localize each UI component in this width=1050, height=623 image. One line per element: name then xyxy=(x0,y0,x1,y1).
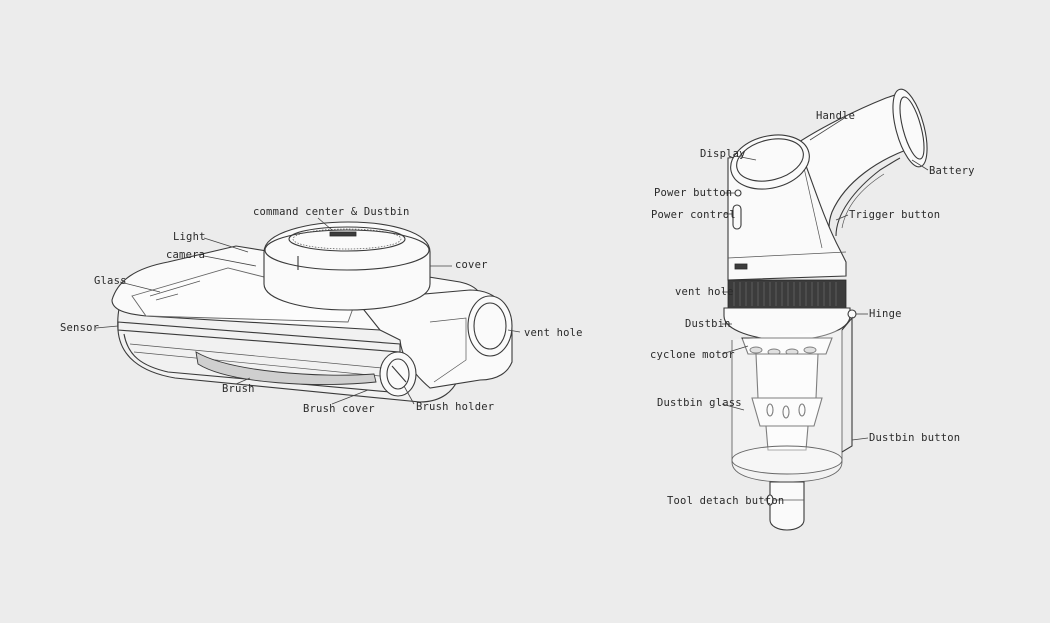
label-dustbin-button: Dustbin button xyxy=(869,432,960,444)
label-hinge: Hinge xyxy=(869,308,902,320)
robot-brush-holder-slot xyxy=(391,365,407,383)
label-brush-cover: Brush cover xyxy=(303,403,375,415)
label-tool-detach-button: Tool detach button xyxy=(667,495,784,507)
label-dustbin-glass: Dustbin glass xyxy=(657,397,742,409)
robot-side-panel xyxy=(429,317,467,383)
stick-battery-ring xyxy=(899,96,925,160)
label-vent-hole-robot: vent hole xyxy=(524,327,583,339)
leader-command-center xyxy=(317,217,333,231)
label-battery: Battery xyxy=(929,165,975,177)
label-light: Light xyxy=(173,231,206,243)
robot-line-2 xyxy=(133,351,381,377)
robot-vent-inner xyxy=(473,302,507,350)
leader-vent-hole xyxy=(507,329,521,333)
leader-glass xyxy=(119,281,161,293)
stick-body-seam xyxy=(727,251,847,259)
robot-dome-top xyxy=(264,229,430,271)
glass-reflection-1 xyxy=(149,280,201,297)
leader-brush xyxy=(235,377,251,385)
leader-light xyxy=(203,237,249,253)
stick-dustbin-latch-frame xyxy=(841,316,853,453)
label-trigger-button: Trigger button xyxy=(849,209,940,221)
label-camera: camera xyxy=(166,249,205,261)
leader-camera xyxy=(203,255,257,267)
label-power-control: Power control xyxy=(651,209,736,221)
robot-dome-ring xyxy=(288,226,406,252)
robot-vacuum-drawing xyxy=(95,217,521,405)
leader-dustbin-glass xyxy=(721,403,745,411)
label-glass: Glass xyxy=(94,275,127,287)
robot-vent-outer xyxy=(467,295,513,357)
leader-brush-holder xyxy=(403,385,415,405)
stick-cyclone-cones xyxy=(749,346,817,356)
stick-vent-ribs xyxy=(733,282,837,306)
label-dustbin: Dustbin xyxy=(685,318,731,330)
robot-brush-holder-inner xyxy=(386,358,410,390)
label-command-center: command center & Dustbin xyxy=(253,206,410,218)
label-cover: cover xyxy=(455,259,488,271)
stick-display-head xyxy=(730,134,810,190)
leader-trigger-button xyxy=(835,214,849,221)
stick-cyclone-base xyxy=(765,425,809,451)
label-cyclone-motor: cyclone motor xyxy=(650,349,735,361)
leader-sensor xyxy=(95,325,119,329)
stick-vent-band xyxy=(727,279,847,309)
label-sensor: Sensor xyxy=(60,322,99,334)
robot-brush-holder-cap xyxy=(379,351,417,397)
stick-display-screen xyxy=(736,138,804,182)
stick-tool-nozzle xyxy=(769,481,805,531)
label-display: Display xyxy=(700,148,746,160)
stick-hinge xyxy=(847,309,857,319)
leader-brush-cover xyxy=(331,389,369,405)
stick-vacuum-drawing xyxy=(721,88,929,531)
robot-glass-panel xyxy=(131,267,357,323)
robot-brush xyxy=(195,351,377,386)
stick-dustbin-floor xyxy=(731,445,843,475)
robot-lower-curve xyxy=(123,333,391,393)
label-vent-hole-stick: vent hole xyxy=(675,286,734,298)
leader-display xyxy=(735,155,757,161)
label-power-button: Power button xyxy=(654,187,732,199)
robot-brand-mark xyxy=(329,231,357,237)
leader-handle xyxy=(809,116,847,141)
label-brush-holder: Brush holder xyxy=(416,401,494,413)
glass-reflection-2 xyxy=(155,293,179,301)
label-brush: Brush xyxy=(222,383,255,395)
leader-dustbin-button xyxy=(851,437,869,441)
stick-cyclone-shroud xyxy=(751,397,823,427)
robot-line-1 xyxy=(129,343,383,369)
leader-battery xyxy=(911,159,929,171)
stick-shroud-slots xyxy=(766,403,806,419)
stick-trigger-inner xyxy=(841,173,885,229)
stick-power-control xyxy=(732,204,742,230)
leader-cyclone-motor xyxy=(721,345,749,355)
stick-brand-mark xyxy=(734,263,748,270)
robot-dome-knurl xyxy=(292,228,402,250)
stick-battery-cap xyxy=(892,88,928,168)
label-handle: Handle xyxy=(816,110,855,122)
